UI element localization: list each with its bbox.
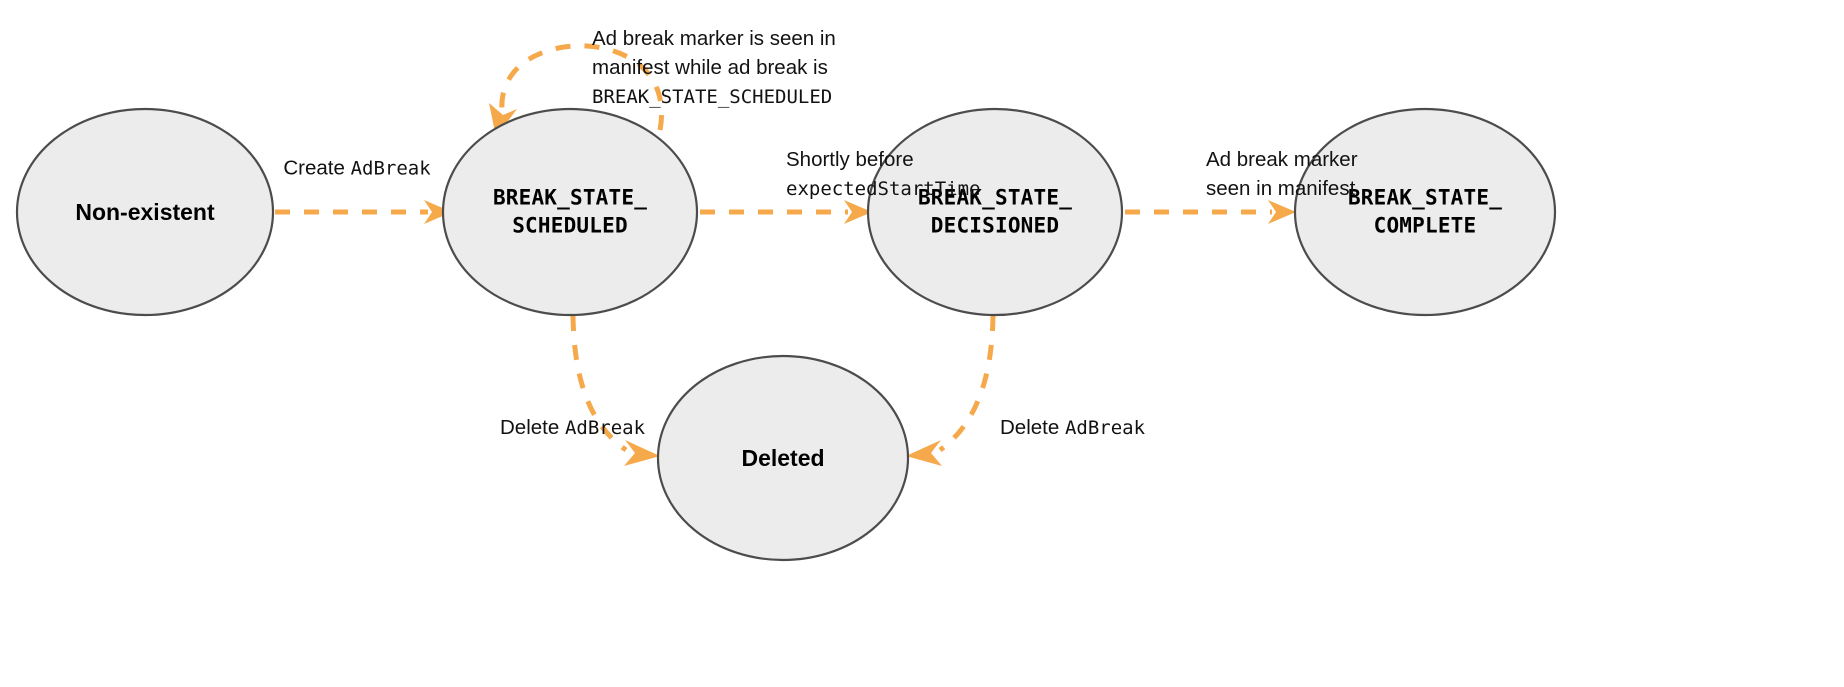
node-break-state-decisioned[interactable]	[866, 107, 1124, 317]
edge-create-adbreak	[275, 200, 452, 224]
edge-decisioned-to-complete-arrowhead	[1268, 200, 1296, 224]
edge-decisioned-to-deleted	[906, 315, 996, 466]
node-break-state-complete[interactable]	[1293, 107, 1557, 317]
edge-scheduled-to-deleted-line	[570, 315, 628, 453]
edge-decisioned-to-deleted-line	[938, 315, 996, 453]
edge-create-adbreak-arrowhead	[424, 200, 452, 224]
edge-decisioned-to-deleted-arrowhead	[906, 440, 942, 466]
edge-scheduled-self-loop-line	[499, 43, 664, 131]
edge-scheduled-to-deleted-arrowhead	[624, 440, 660, 466]
edge-scheduled-to-decisioned-arrowhead	[844, 200, 872, 224]
edge-decisioned-to-complete	[1125, 200, 1296, 224]
node-non-existent[interactable]	[15, 107, 275, 317]
node-break-state-scheduled[interactable]	[441, 107, 699, 317]
node-deleted[interactable]	[656, 354, 910, 562]
edge-scheduled-to-deleted	[570, 315, 660, 466]
edge-scheduled-to-decisioned	[700, 200, 872, 224]
